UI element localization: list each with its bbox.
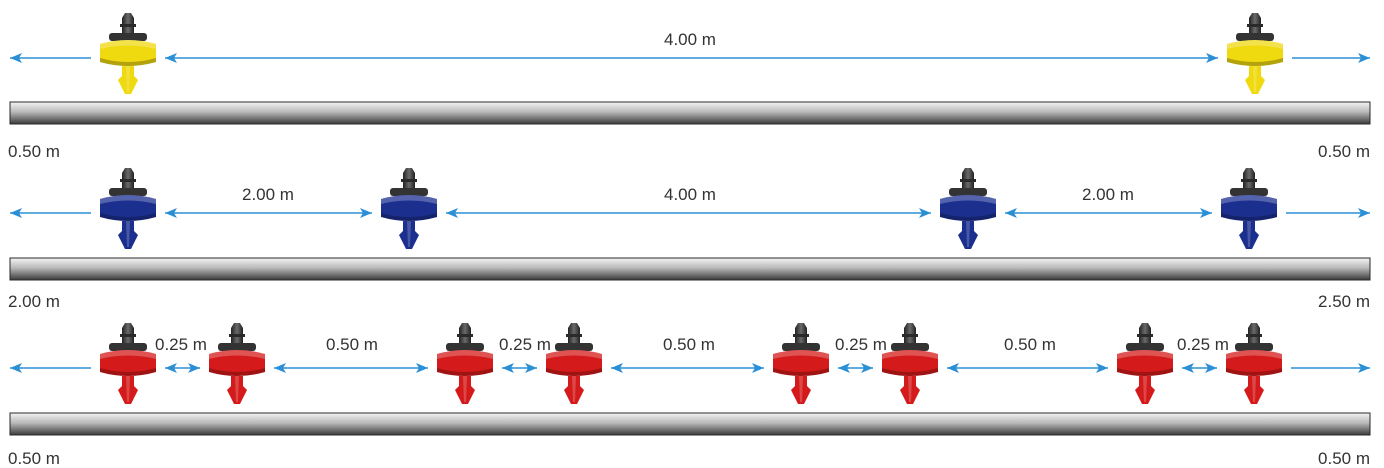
lateral-pipe (9, 101, 1371, 125)
spacing-arrow (274, 363, 428, 373)
spacing-arrow (1182, 363, 1217, 373)
spacing-label: 0.25 m (499, 335, 551, 354)
spacing-label: 2.00 m (242, 185, 294, 204)
dripper-icon (100, 323, 156, 404)
spacing-arrow (165, 363, 200, 373)
arrowhead-right-icon (1096, 363, 1108, 373)
emitter-row-3 (9, 412, 1371, 436)
arrowhead-left-icon (838, 363, 850, 373)
dripper-icon (100, 13, 156, 94)
dripper-icon (1117, 323, 1173, 404)
arrowhead-right-icon (525, 363, 537, 373)
lateral-pipe (9, 412, 1371, 436)
edge-arrow-right (1286, 208, 1370, 218)
spacing-arrow (446, 208, 931, 218)
spacing-label: 0.25 m (835, 335, 887, 354)
arrowhead-left-icon (274, 363, 286, 373)
arrowhead-left-icon (947, 363, 959, 373)
spacing-label: 4.00 m (664, 30, 716, 49)
spacing-label: 0.25 m (1177, 335, 1229, 354)
edge-label-left: 0.50 m (8, 449, 60, 468)
arrowhead-right-icon (188, 363, 200, 373)
dripper-icon (940, 168, 996, 249)
dripper-icon (1221, 168, 1277, 249)
arrowhead-right-icon (1206, 53, 1218, 63)
arrowhead-left-icon (1005, 208, 1017, 218)
arrowhead-left-icon (10, 53, 22, 63)
arrowhead-right-icon (1358, 363, 1370, 373)
arrowhead-left-icon (446, 208, 458, 218)
arrowhead-right-icon (861, 363, 873, 373)
spacing-label: 0.50 m (663, 335, 715, 354)
spacing-arrow (838, 363, 873, 373)
dripper-icon (437, 323, 493, 404)
edge-label-right: 2.50 m (1318, 292, 1370, 311)
lateral-pipe (9, 257, 1371, 281)
arrowhead-right-icon (1205, 363, 1217, 373)
dripper-icon (1226, 323, 1282, 404)
spacing-label: 0.25 m (155, 335, 207, 354)
edge-label-left: 0.50 m (8, 142, 60, 161)
arrowhead-right-icon (1200, 208, 1212, 218)
edge-arrow-left (10, 208, 91, 218)
spacing-label: 0.50 m (326, 335, 378, 354)
spacing-arrow (1005, 208, 1212, 218)
spacing-arrow (165, 208, 372, 218)
dripper-icon (546, 323, 602, 404)
dripper-icon (773, 323, 829, 404)
arrowhead-left-icon (502, 363, 514, 373)
arrowhead-right-icon (1358, 208, 1370, 218)
spacing-arrow (947, 363, 1108, 373)
edge-arrow-left (10, 53, 91, 63)
arrowhead-left-icon (611, 363, 623, 373)
arrowhead-right-icon (752, 363, 764, 373)
arrowhead-right-icon (919, 208, 931, 218)
edge-label-right: 0.50 m (1318, 449, 1370, 468)
arrowhead-right-icon (416, 363, 428, 373)
spacing-arrow (611, 363, 764, 373)
dripper-icon (209, 323, 265, 404)
arrowhead-right-icon (1358, 53, 1370, 63)
dripper-icon (1227, 13, 1283, 94)
arrowhead-left-icon (10, 363, 22, 373)
spacing-label: 2.00 m (1082, 185, 1134, 204)
arrowhead-right-icon (360, 208, 372, 218)
spacing-label: 0.50 m (1004, 335, 1056, 354)
arrowhead-left-icon (10, 208, 22, 218)
arrowhead-left-icon (1182, 363, 1194, 373)
arrowhead-left-icon (165, 363, 177, 373)
edge-label-right: 0.50 m (1318, 142, 1370, 161)
emitter-row-1 (9, 101, 1371, 125)
arrowhead-left-icon (165, 208, 177, 218)
edge-arrow-right (1291, 363, 1370, 373)
edge-label-left: 2.00 m (8, 292, 60, 311)
emitter-row-2 (9, 257, 1371, 281)
arrowhead-left-icon (165, 53, 177, 63)
dripper-icon (100, 168, 156, 249)
spacing-arrow (165, 53, 1218, 63)
edge-arrow-left (10, 363, 91, 373)
dripper-icon (882, 323, 938, 404)
spacing-label: 4.00 m (664, 185, 716, 204)
edge-arrow-right (1292, 53, 1370, 63)
dripper-icon (381, 168, 437, 249)
spacing-arrow (502, 363, 537, 373)
